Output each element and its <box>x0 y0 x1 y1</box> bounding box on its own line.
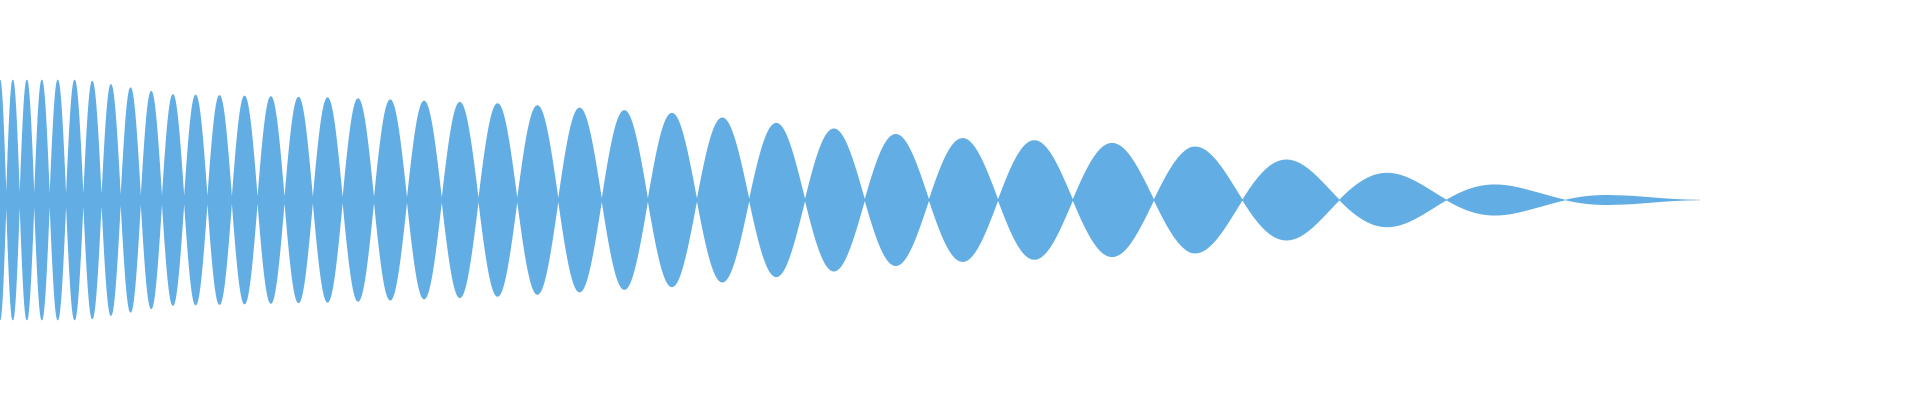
waveform-area <box>0 79 1700 321</box>
plot-area <box>0 79 1700 321</box>
